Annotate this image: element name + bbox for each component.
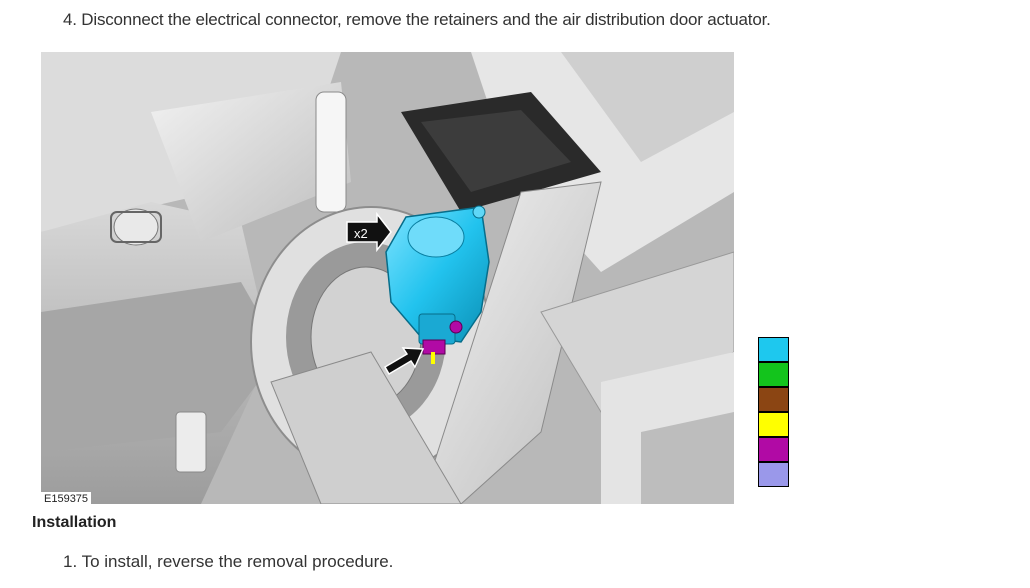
- legend-swatch: [758, 362, 789, 387]
- actuator-illustration: x2: [41, 52, 734, 504]
- diagram-figure: x2: [41, 52, 734, 504]
- installation-heading: Installation: [32, 514, 117, 531]
- installation-step: 1. To install, reverse the removal proce…: [63, 552, 394, 571]
- callout-label: x2: [354, 226, 368, 241]
- legend-swatch: [758, 337, 789, 362]
- legend-swatch: [758, 437, 789, 462]
- legend-swatch: [758, 412, 789, 437]
- connector-arrow: [383, 347, 425, 376]
- legend-swatch: [758, 462, 789, 487]
- color-legend: [758, 337, 789, 487]
- legend-swatch: [758, 387, 789, 412]
- figure-id-label: E159375: [41, 492, 92, 506]
- step-instruction: 4. Disconnect the electrical connector, …: [63, 10, 771, 29]
- air-distribution-door-actuator: [385, 205, 490, 364]
- retainers-callout-arrow: x2: [346, 211, 392, 253]
